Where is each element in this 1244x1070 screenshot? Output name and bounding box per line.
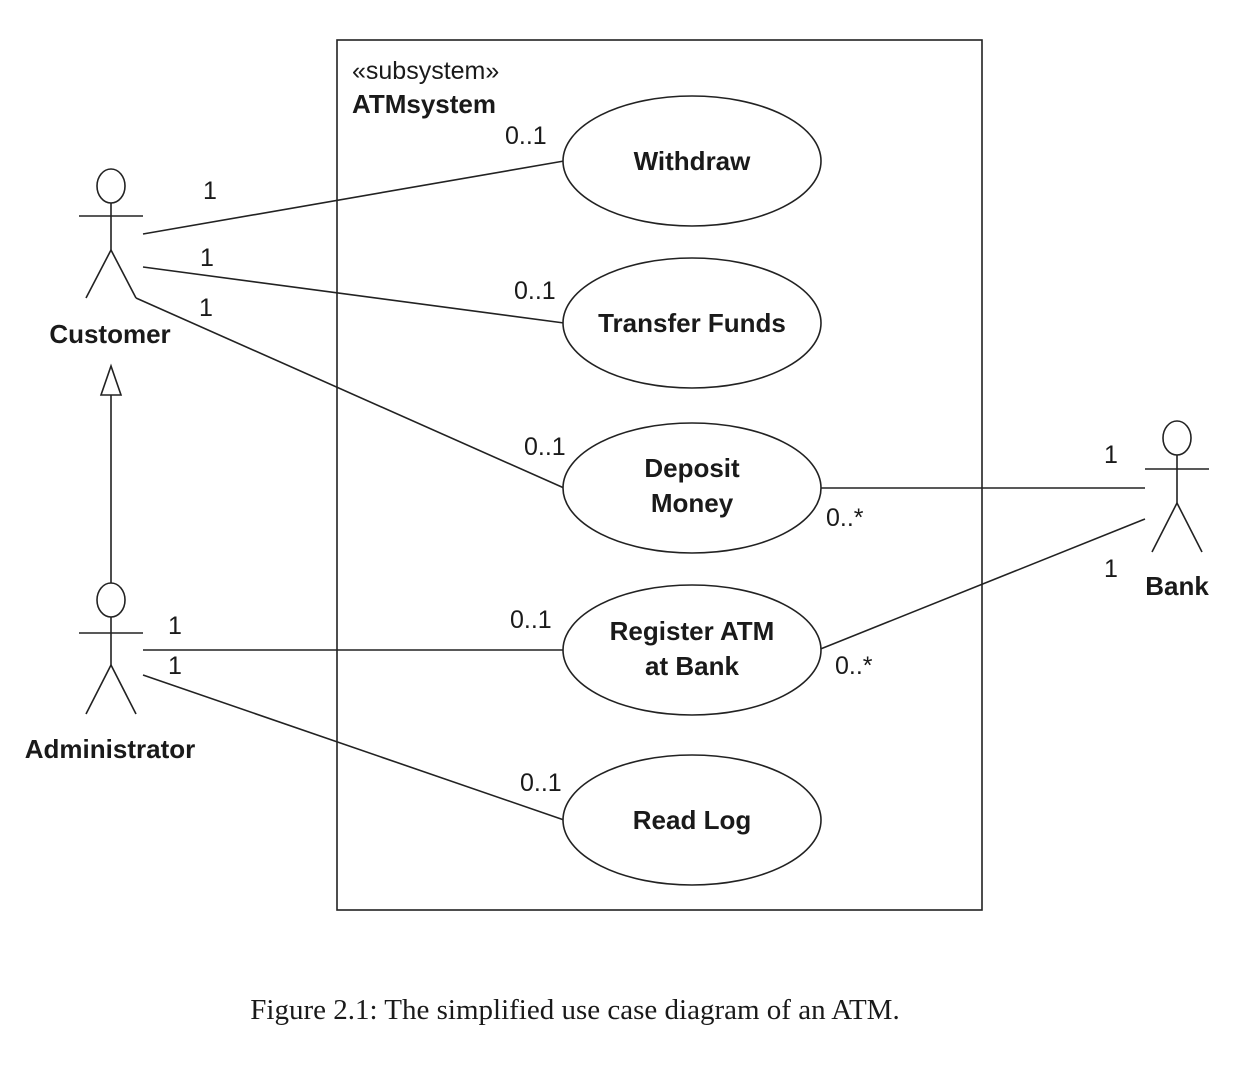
svg-text:Money: Money — [651, 488, 734, 518]
mult-customer-transfer-actor: 1 — [200, 244, 214, 272]
actor-customer-label: Customer — [49, 319, 170, 349]
mult-customer-deposit-actor: 1 — [199, 294, 213, 322]
svg-text:at Bank: at Bank — [645, 651, 739, 681]
actor-bank: Bank — [1145, 420, 1209, 601]
use-case-deposit-money: Deposit Money — [562, 422, 822, 554]
use-case-register-atm: Register ATM at Bank — [562, 584, 822, 716]
mult-customer-withdraw-uc: 0..1 — [505, 122, 547, 150]
assoc-bank-register — [817, 518, 1146, 651]
mult-admin-register-actor: 1 — [168, 612, 182, 640]
mult-bank-register-uc: 0..* — [835, 652, 873, 680]
mult-bank-register-actor: 1 — [1104, 555, 1118, 583]
mult-admin-readlog-uc: 0..1 — [520, 769, 562, 797]
svg-text:Register ATM: Register ATM — [610, 616, 775, 646]
svg-text:Deposit: Deposit — [644, 453, 740, 483]
use-case-read-log: Read Log — [562, 754, 822, 886]
mult-bank-deposit-actor: 1 — [1104, 441, 1118, 469]
svg-text:Read Log: Read Log — [633, 805, 751, 835]
svg-text:Withdraw: Withdraw — [634, 146, 752, 176]
use-case-transfer-funds: Transfer Funds — [562, 257, 822, 389]
stick-figure-icon — [79, 168, 143, 299]
mult-bank-deposit-uc: 0..* — [826, 504, 864, 532]
mult-admin-register-uc: 0..1 — [510, 606, 552, 634]
subsystem-stereotype: «subsystem» — [352, 57, 499, 85]
subsystem-boundary — [336, 39, 983, 911]
actor-customer: Customer — [49, 168, 171, 349]
use-case-withdraw: Withdraw — [562, 95, 822, 227]
assoc-customer-transfer — [142, 266, 565, 324]
mult-customer-deposit-uc: 0..1 — [524, 433, 566, 461]
generalization-arrowhead — [99, 363, 123, 396]
assoc-customer-withdraw — [142, 160, 565, 235]
stick-figure-icon — [79, 582, 143, 715]
assoc-customer-deposit — [135, 297, 565, 489]
actor-administrator-label: Administrator — [25, 734, 195, 764]
stick-figure-icon — [1145, 420, 1209, 553]
mult-customer-withdraw-actor: 1 — [203, 177, 217, 205]
mult-admin-readlog-actor: 1 — [168, 652, 182, 680]
actor-administrator: Administrator — [25, 582, 195, 764]
assoc-admin-readlog — [142, 674, 565, 821]
mult-customer-transfer-uc: 0..1 — [514, 277, 556, 305]
svg-text:Transfer Funds: Transfer Funds — [598, 308, 786, 338]
figure-caption: Figure 2.1: The simplified use case diag… — [250, 994, 900, 1026]
actor-bank-label: Bank — [1145, 571, 1209, 601]
subsystem-name: ATMsystem — [352, 89, 496, 119]
